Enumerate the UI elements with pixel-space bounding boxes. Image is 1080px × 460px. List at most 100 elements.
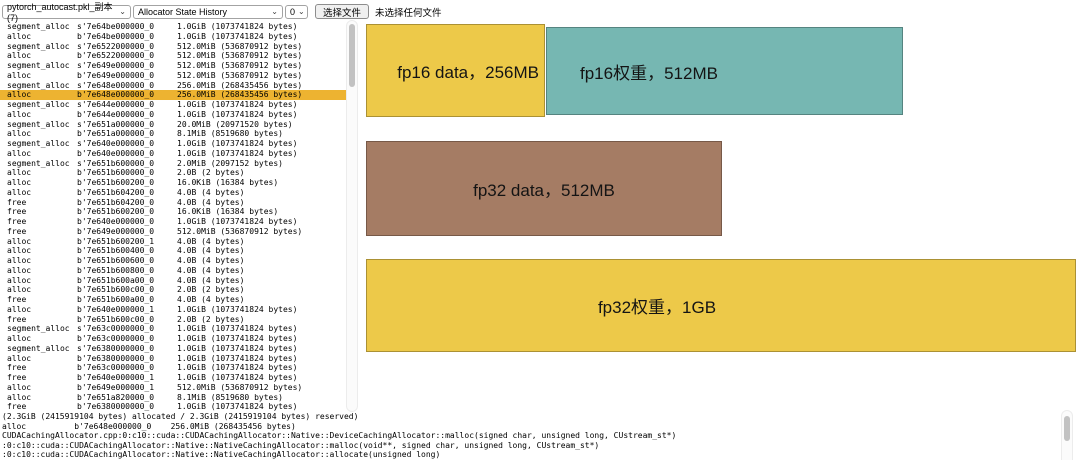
log-size: 4.0B (4 bytes) [177,295,245,304]
log-action: free [7,373,27,382]
no-file-selected-label: 未选择任何文件 [375,7,442,19]
log-size: 1.0GiB (1073741824 bytes) [177,343,298,353]
log-size: 1.0GiB (1073741824 bytes) [177,31,298,41]
log-action: alloc [7,256,32,265]
chevron-down-icon: ⌄ [119,6,126,16]
log-size: 4.0B (4 bytes) [177,256,245,265]
log-size: 8.1MiB (8519680 bytes) [177,129,283,139]
log-addr: b'7e640e000000_1 [77,304,155,314]
log-action: alloc [7,90,32,100]
scrollbar-thumb[interactable] [349,24,355,87]
scrollbar-thumb[interactable] [1064,416,1070,441]
log-size: 8.1MiB (8519680 bytes) [177,392,283,402]
log-size: 1.0GiB (1073741824 bytes) [177,139,298,148]
memory-block-fp16-weights[interactable]: fp16权重，512MB [546,27,903,115]
event-log-scrollbar[interactable] [346,20,358,412]
stack-trace-line: :0:c10::cuda::CUDACachingAllocator::Nati… [2,440,600,450]
log-size: 256.0MiB (268435456 bytes) [177,80,303,90]
log-addr: b'7e640e000000_0 [77,148,155,158]
log-addr: s'7e63c0000000_0 [77,324,155,334]
snapshot-select-value: pytorch_autocast.pkl_副本 (7) [7,2,113,23]
memory-block-label: fp16权重，512MB [580,63,718,83]
device-select[interactable]: 0 ⌄ [285,4,308,19]
log-action: free [7,363,27,373]
log-action: segment_alloc [7,119,70,129]
log-addr: b'7e651b600a00_0 [77,295,155,304]
log-size: 2.0MiB (2097152 bytes) [177,158,283,168]
memory-block-fp32-data[interactable]: fp32 data，512MB [366,141,722,236]
log-action: alloc [7,178,32,187]
memory-block-fp32-weights[interactable]: fp32权重，1GB [366,259,1076,352]
chevron-down-icon: ⌄ [298,6,305,16]
log-addr: b'7e6522000000_0 [77,51,155,61]
log-action: segment_alloc [7,158,70,168]
view-mode-select-value: Allocator State History [138,6,228,17]
chevron-down-icon: ⌄ [271,6,278,16]
log-addr: b'7e644e000000_0 [77,109,155,119]
log-size: 16.0KiB (16384 bytes) [177,178,279,187]
log-addr: b'7e651b600a00_0 [77,275,155,285]
log-size: 1.0GiB (1073741824 bytes) [177,373,298,382]
summary-scrollbar[interactable] [1061,410,1073,460]
log-addr: b'7e649e000000_0 [77,226,155,236]
log-addr: b'7e64be000000_0 [77,31,155,41]
log-addr: b'7e649e000000_0 [77,70,155,80]
log-size: 1.0GiB (1073741824 bytes) [177,148,298,158]
log-size: 1.0GiB (1073741824 bytes) [177,334,298,343]
summary-allocated-reserved: (2.3GiB (2415919104 bytes) allocated / 2… [2,412,359,421]
log-size: 4.0B (4 bytes) [177,187,245,197]
snapshot-select[interactable]: pytorch_autocast.pkl_副本 (7) ⌄ [2,2,131,23]
memory-block-fp16-data[interactable]: fp16 data，256MB [366,24,545,117]
log-addr: b'7e651b600c00_0 [77,314,155,324]
log-size: 1.0GiB (1073741824 bytes) [177,402,298,412]
log-addr: b'7e651a820000_0 [77,392,155,402]
log-action: segment_alloc [7,61,70,70]
toolbar: pytorch_autocast.pkl_副本 (7) ⌄ Allocator … [0,0,1080,23]
log-addr: b'7e648e000000_0 [77,90,155,100]
log-action: alloc [7,246,32,256]
choose-file-button[interactable]: 选择文件 [315,4,370,19]
view-mode-select[interactable]: Allocator State History ⌄ [133,4,283,19]
